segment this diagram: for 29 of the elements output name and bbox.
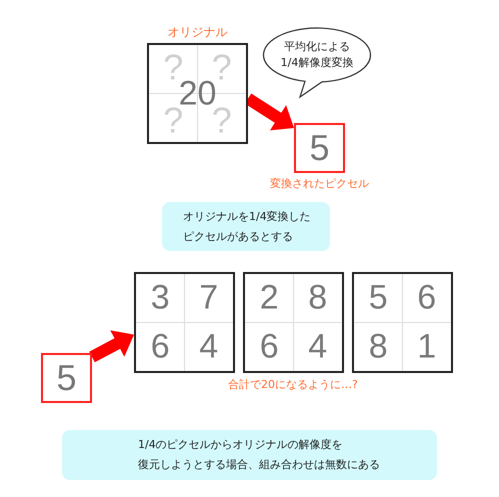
bubble-text: 平均化による1/4解像度変換 [280, 39, 354, 71]
pixel-value: 6 [260, 334, 279, 360]
pixel-value: 7 [199, 286, 218, 311]
pixel-value: 6 [417, 286, 436, 311]
pixel-grid [352, 272, 453, 373]
pixel-value: 1 [417, 334, 436, 360]
total-value: 20 [178, 80, 216, 106]
note-box: オリジナルを1/4変換したピクセルがあるとする [162, 202, 330, 251]
pixel-grid [243, 272, 344, 373]
pixel-value: ? [212, 106, 232, 134]
pixel-grid [134, 272, 235, 373]
hint-text: 合計で20になるように…? [228, 378, 358, 392]
note-box: 1/4のピクセルからオリジナルの解像度を復元しようとする場合、組み合わせは無数にある [62, 430, 437, 480]
pixel-box: 5 [294, 123, 345, 173]
pixel-value: 8 [308, 286, 328, 311]
pixel-value: ? [163, 54, 184, 80]
pixel-box: 5 [41, 353, 92, 403]
pixel-value: ? [212, 54, 232, 80]
pixel-value: 4 [199, 334, 218, 360]
pixel-value: 8 [368, 334, 388, 360]
speech-bubble [262, 26, 372, 99]
pixel-value: 4 [308, 334, 328, 360]
pixel-value: 6 [150, 334, 170, 360]
grid-title: オリジナル [168, 25, 228, 39]
caption-text: 変換されたピクセル [270, 177, 369, 191]
pixel-value: 3 [150, 286, 170, 311]
pixel-value: ? [163, 106, 184, 134]
pixel-value: 5 [368, 286, 388, 311]
pixel-value: 2 [260, 286, 279, 311]
